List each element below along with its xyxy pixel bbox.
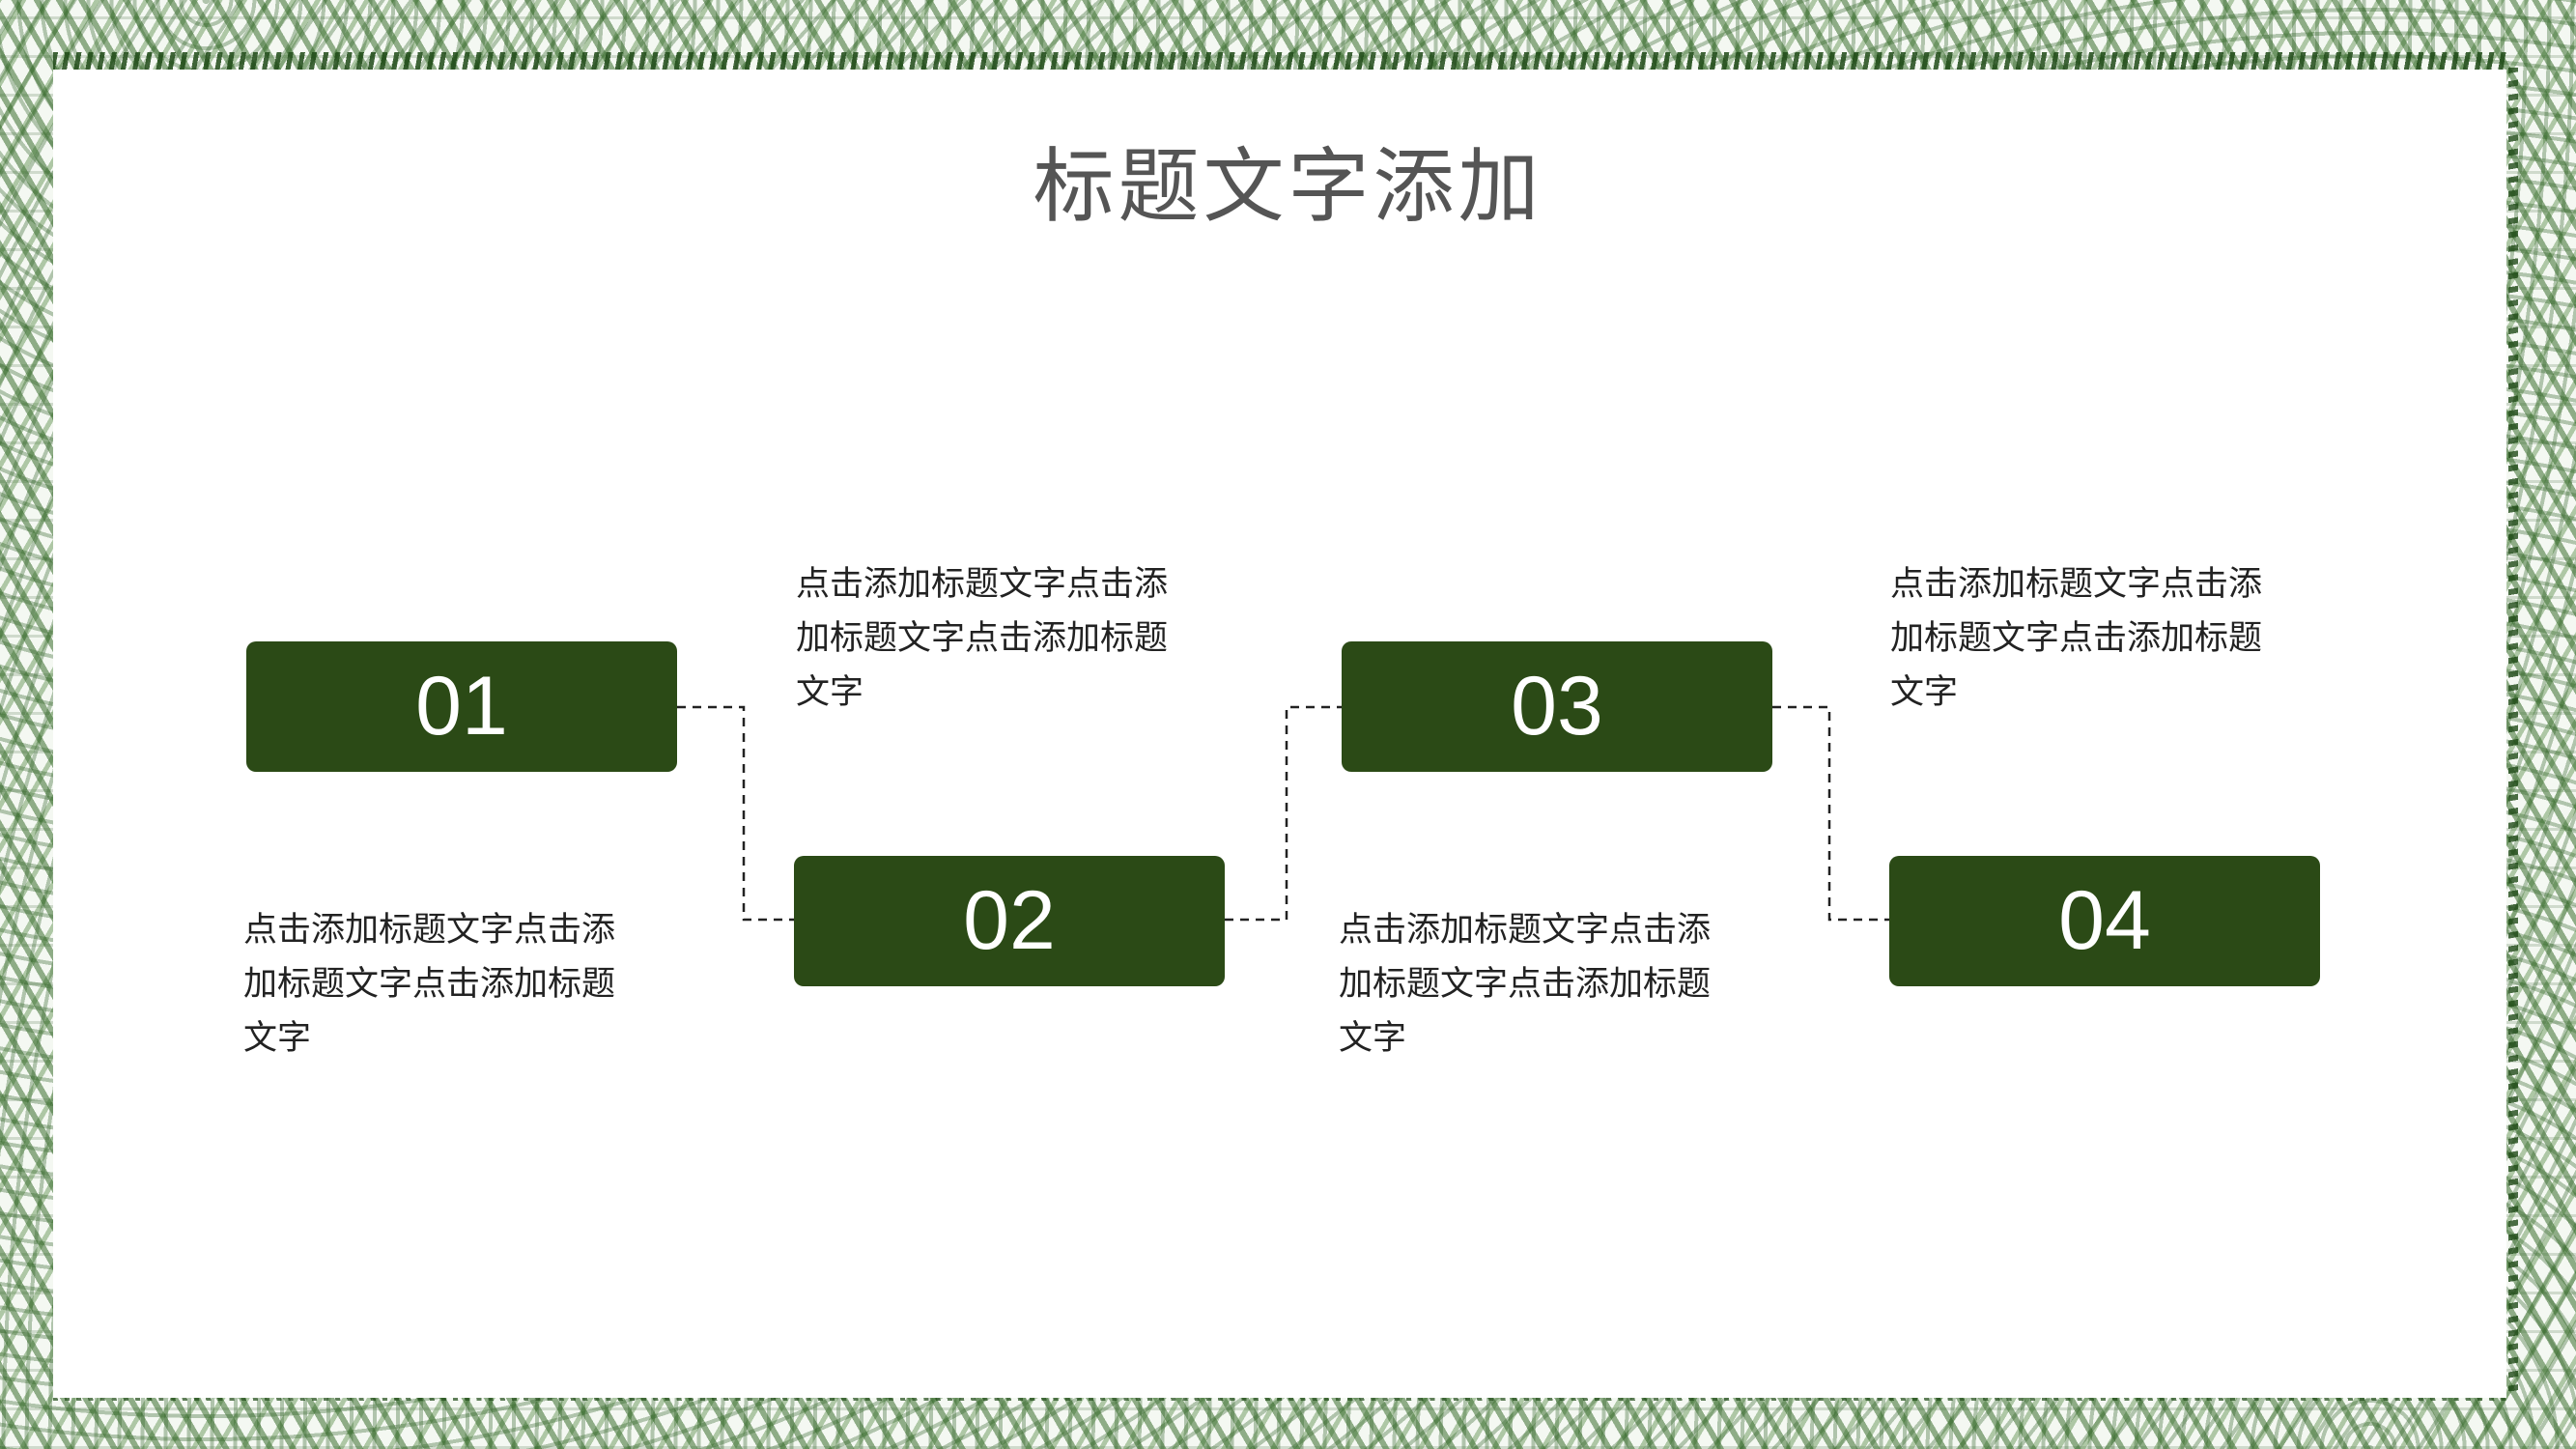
leaf-strip-right	[2508, 68, 2518, 1391]
step-02-text[interactable]: 点击添加标题文字点击添 加标题文字点击添加标题 文字	[796, 565, 1169, 712]
step-02-number: 02	[963, 874, 1056, 967]
step-03-box[interactable]: 03	[1342, 641, 1772, 772]
step-04-number: 04	[2058, 874, 2151, 967]
step-04-text[interactable]: 点击添加标题文字点击添 加标题文字点击添加标题 文字	[1890, 565, 2263, 712]
step-01-box[interactable]: 01	[246, 641, 677, 772]
slide-title[interactable]: 标题文字添加	[1033, 139, 1543, 234]
leaf-strip-top	[53, 52, 2508, 70]
step-01-number: 01	[415, 660, 508, 753]
step-01-text[interactable]: 点击添加标题文字点击添 加标题文字点击添加标题 文字	[243, 911, 616, 1058]
step-04-box[interactable]: 04	[1889, 856, 2320, 986]
step-03-text[interactable]: 点击添加标题文字点击添 加标题文字点击添加标题 文字	[1339, 911, 1712, 1058]
step-03-number: 03	[1511, 660, 1603, 753]
step-02-box[interactable]: 02	[794, 856, 1225, 986]
